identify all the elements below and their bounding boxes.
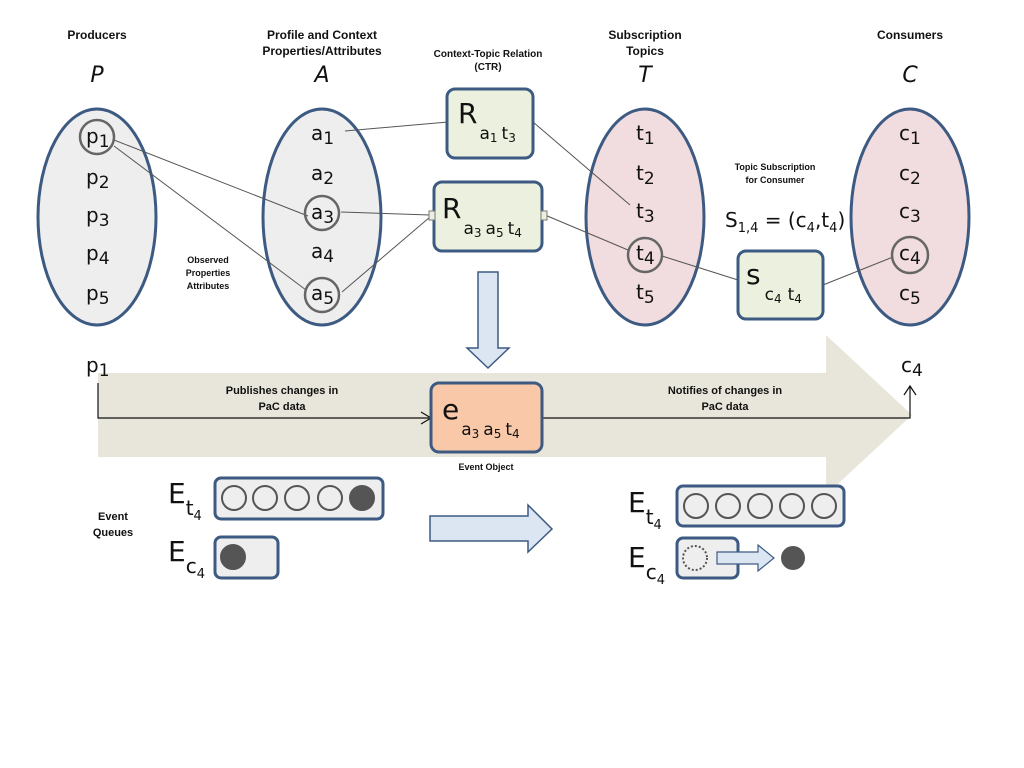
producer-item-2: p2 [86,165,110,193]
topic-item-2: t2 [636,161,655,189]
topics-ellipse [584,107,706,327]
attributes-ellipse [261,107,383,327]
observed-note-line3: Attributes [187,281,230,291]
connection-lines [113,121,894,293]
consumers-ellipse [849,107,971,327]
attribute-item-5: a5 [311,281,334,309]
topic-subscription-note-line2: for Consumer [745,175,805,185]
right-queue-c-label: Ec4 [628,541,665,588]
notify-line [542,386,911,419]
set-label-a: A [312,63,329,88]
relation-box-2-port-left [428,210,436,221]
set-label-p: P [90,63,104,88]
dequeue-arrow-icon [716,543,775,573]
event-queues-label-line1: Event [98,511,128,523]
notify-arrowhead-icon [903,384,917,396]
topic-item-1: t1 [636,121,655,149]
flow-consumer-label: c4 [901,353,923,381]
consumer-item-3: c3 [899,199,921,227]
header-profile-line1: Profile and Context [267,28,377,42]
consumer-item-5: c5 [899,281,921,309]
attribute-item-1: a1 [311,121,334,149]
header-ctr-line1: Context-Topic Relation [434,49,543,60]
header-producers: Producers [67,28,127,42]
flow-producer-label: p1 [86,353,110,381]
down-arrow-icon [465,271,511,370]
header-ctr-line2: (CTR) [474,62,501,73]
left-queue-c-label: Ec4 [168,535,205,582]
left-queue-c-event [220,544,246,570]
set-label-c: C [902,63,918,88]
header-subscription-line1: Subscription [608,28,681,42]
right-arrow-icon [429,503,554,554]
dequeued-event [781,546,805,570]
subscription-box [736,249,825,321]
attribute-item-4: a4 [311,239,334,267]
event-object-box [429,381,544,454]
observed-note-line1: Observed [187,255,229,265]
producer-item-4: p4 [86,241,110,269]
notifies-label-line1: Notifies of changes in [668,385,783,397]
left-queue-t-label: Et4 [168,477,202,524]
publish-line [97,383,430,419]
header-subscription-line2: Topics [626,44,664,58]
publishes-label-line1: Publishes changes in [226,385,339,397]
consumer-item-1: c1 [899,121,921,149]
set-label-t: T [638,63,653,88]
right-queue-t-slots [683,493,837,519]
highlight-circles [78,118,930,314]
topic-item-3: t3 [636,199,655,227]
publishes-label-line2: PaC data [258,401,306,413]
producer-item-1: p1 [86,124,110,152]
consumer-item-4: c4 [899,241,921,269]
subscription-formula: S1,4 = (c4,t4) [725,208,845,236]
right-queue-t-label: Et4 [628,486,662,533]
header-consumers: Consumers [877,28,943,42]
attribute-item-3: a3 [311,200,334,228]
event-object-caption: Event Object [458,462,513,472]
topic-item-4: t4 [636,241,655,269]
topic-subscription-note-line1: Topic Subscription [735,162,816,172]
relation-box-2-port-right [540,210,548,221]
relation-box-1 [445,87,535,160]
right-queue-c-empty-slot [682,545,708,571]
observed-note-line2: Properties [186,268,231,278]
producer-item-3: p3 [86,203,110,231]
event-queues-label-line2: Queues [93,527,133,539]
producer-item-5: p5 [86,281,110,309]
attribute-item-2: a2 [311,161,334,189]
consumer-item-2: c2 [899,161,921,189]
producers-ellipse [36,107,158,327]
topic-item-5: t5 [636,280,655,308]
left-queue-t-slots [221,485,375,511]
notifies-label-line2: PaC data [701,401,749,413]
header-profile-line2: Properties/Attributes [262,44,382,58]
